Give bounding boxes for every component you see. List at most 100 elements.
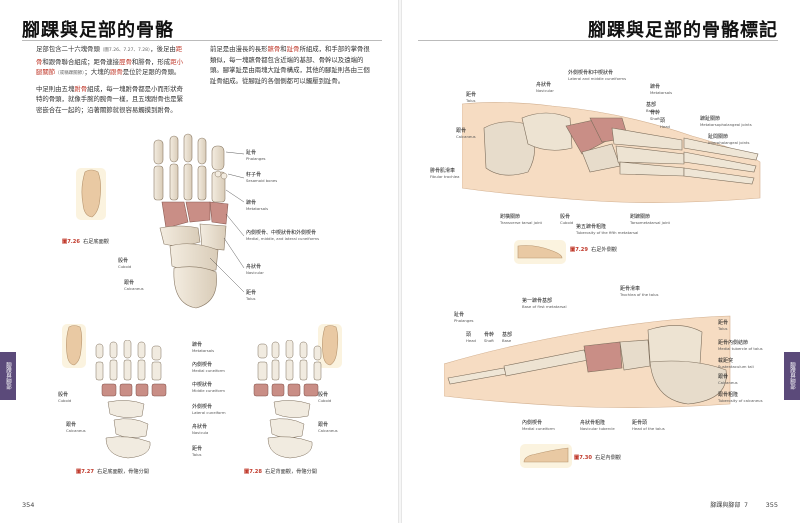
- label-en: Calcaneus: [718, 380, 738, 385]
- label-en: Sesamoid bones: [246, 178, 278, 183]
- label-zh: 距骨內側結節: [718, 340, 749, 346]
- label-en: Cuboid: [318, 398, 332, 403]
- label-en: Phalanges: [454, 318, 474, 323]
- label-zh: 跟骨: [124, 280, 135, 286]
- label-en: Talus: [466, 98, 476, 103]
- caption-text: 右足外側觀: [591, 247, 617, 253]
- label-en: Lateral cuneiform: [192, 410, 226, 415]
- label-en: Interphalangeal joints: [708, 140, 750, 145]
- caption-number: 圖7.30: [574, 455, 592, 461]
- term-metatarsals: 蹠骨: [267, 45, 281, 53]
- foot-thumbnail: [62, 324, 86, 368]
- text-span: ，後足由: [150, 45, 176, 53]
- label-en: Talus: [246, 296, 256, 301]
- label-zh: 骨幹: [484, 332, 495, 338]
- label-zh: 趾間關節: [708, 134, 729, 140]
- foot-bones-separated-dorsal-illustration: [253, 340, 322, 459]
- page-number: 354: [22, 501, 35, 509]
- label-zh: 蹠骨: [246, 200, 257, 206]
- foot-medial-view-illustration: [444, 315, 731, 408]
- text-column-1: 足部包含二十六塊骨頭（圖7.26、7.27、7.28），後足由距骨和跟骨聯合組成…: [36, 44, 186, 115]
- label-en: Tuberosity of calcaneus: [718, 398, 763, 403]
- label-zh: 距骨: [192, 446, 203, 452]
- caption-text: 右足內側觀: [595, 455, 621, 461]
- label-en: Shaft: [484, 338, 494, 343]
- label-zh: 距骨頭: [632, 420, 648, 426]
- label-en: Trochlea of the talus: [620, 292, 659, 297]
- text-span: 和跟骨聯合組成；距骨連接: [42, 57, 120, 66]
- term-calcaneus: 跟骨: [109, 68, 123, 76]
- footer-section-title: 腳踝與腳部: [710, 502, 741, 509]
- label-zh: 外側楔骨和中楔狀骨: [568, 70, 614, 76]
- label-zh: 跟骨: [66, 422, 77, 428]
- label-en: Shaft: [650, 116, 660, 121]
- label-zh: 第一蹠骨基部: [522, 298, 553, 304]
- caption-number: 圖7.28: [244, 469, 262, 475]
- label-zh: 跟骨粗隆: [718, 392, 739, 398]
- label-zh: 距骨滑車: [620, 286, 641, 292]
- term-phalanges: 趾骨: [286, 45, 300, 53]
- label-zh: 籽子骨: [246, 172, 262, 178]
- label-zh: 距骨: [718, 320, 729, 326]
- label-zh: 距骨: [466, 92, 477, 98]
- foot-outline-icon: [517, 245, 563, 259]
- title-rule: [418, 40, 778, 41]
- footer-chapter: 7: [744, 502, 748, 509]
- label-en: Talus: [192, 452, 202, 457]
- label-en: Calcaneus: [66, 428, 86, 433]
- label-zh: 基部: [646, 102, 657, 108]
- term-talus: 距骨: [36, 45, 183, 66]
- foot-outline-icon: [66, 325, 83, 366]
- label-en: Cuboid: [118, 264, 132, 269]
- label-zh: 舟狀骨粗隆: [580, 420, 606, 426]
- label-zh: 蹠骨: [650, 84, 661, 90]
- label-en: Navicular: [536, 88, 554, 93]
- label-zh: 內側楔骨: [192, 362, 213, 368]
- text-span: ；大塊的: [84, 68, 110, 76]
- label-zh: 骰骨: [58, 392, 69, 398]
- caption-text: 右足背面觀，骨骼分開: [265, 469, 317, 475]
- page-title: 腳踝與足部的骨骼標記: [588, 20, 778, 41]
- text-span: 和: [280, 45, 287, 53]
- label-zh: 舟狀骨: [536, 82, 552, 88]
- label-zh: 舟狀骨: [192, 424, 208, 430]
- label-zh: 外側楔骨: [192, 404, 213, 410]
- label-en: Tarsometatarsal joint: [630, 220, 671, 225]
- text-span: 中足則由五塊: [36, 84, 75, 93]
- label-en: Transverse tarsal joint: [500, 220, 542, 225]
- text-span: 和腓骨，形成: [131, 57, 171, 66]
- foot-skeleton-plantar-illustration: [153, 133, 245, 309]
- label-en: Navicula: [192, 430, 209, 435]
- label-zh: 骰骨: [118, 258, 129, 264]
- label-en: Tuberosity of the fifth metatarsal: [576, 230, 639, 235]
- foot-thumbnail: [318, 324, 342, 368]
